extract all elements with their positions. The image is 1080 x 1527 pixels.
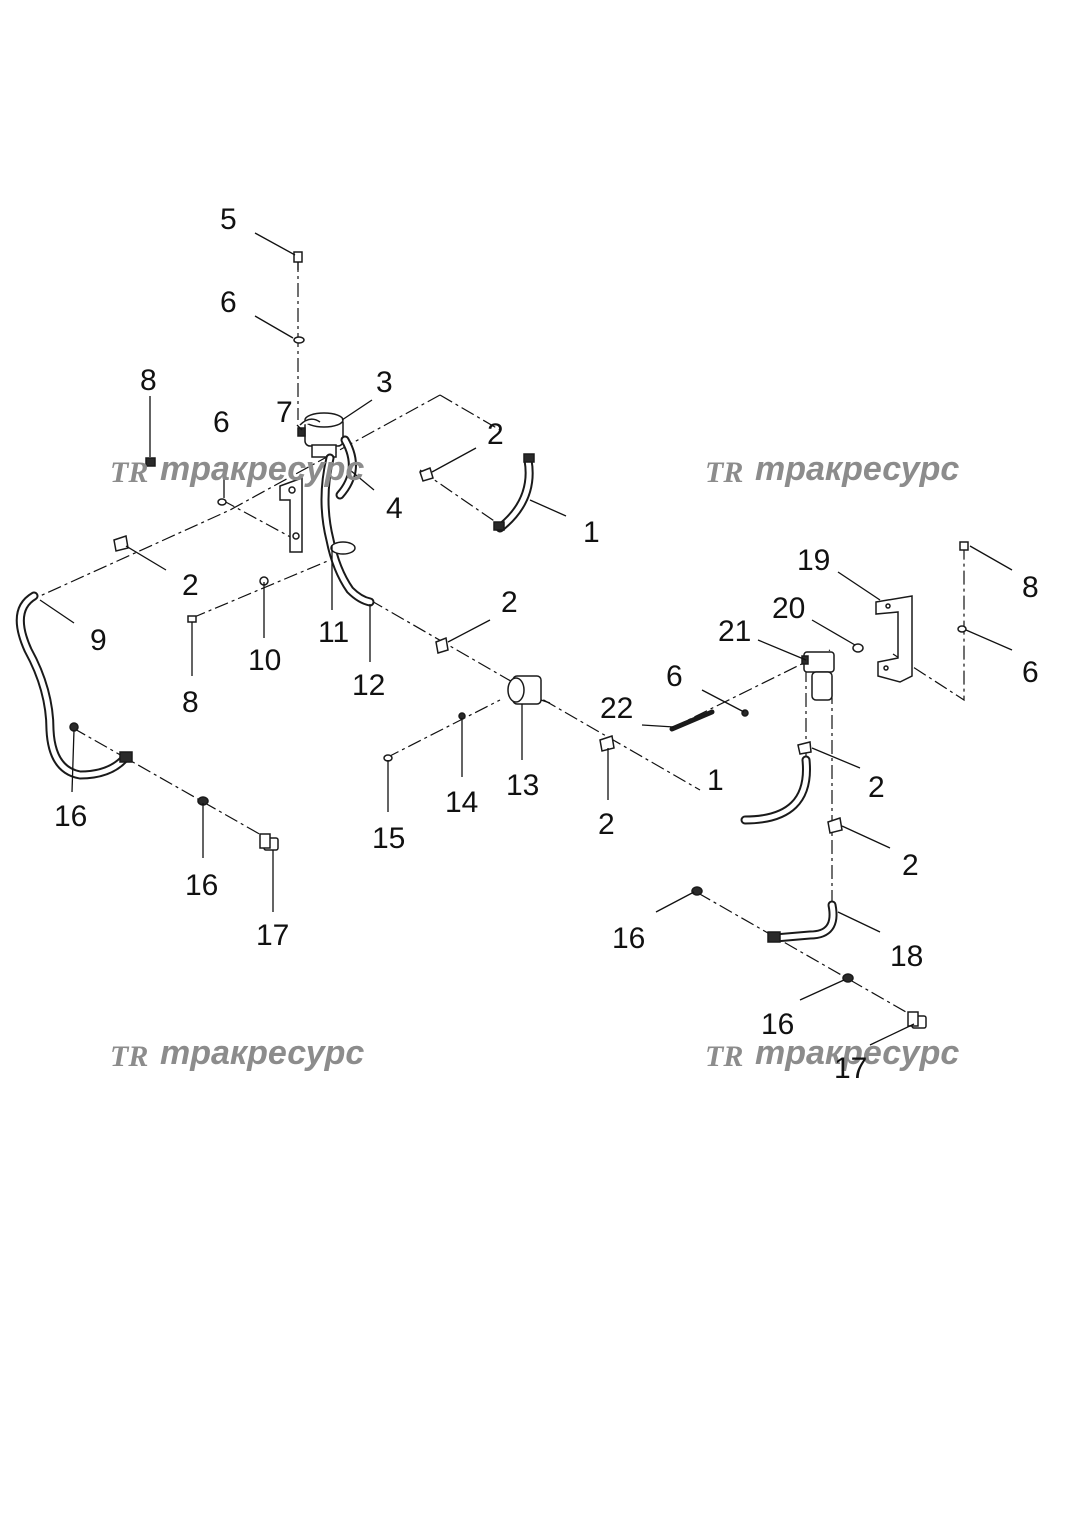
- callout-labels: 5 6 8 3 7 6 2 4 1 2 9 11 2 10 12 8 13 14…: [54, 203, 1039, 1085]
- leader-lines: [39, 232, 1013, 1046]
- callout-16-c: 16: [612, 922, 645, 955]
- callout-3: 3: [376, 366, 393, 399]
- callout-16-b: 16: [185, 869, 218, 902]
- banjo-bolt-17-left: [259, 833, 279, 851]
- callout-21: 21: [718, 615, 751, 648]
- callout-17-left: 17: [256, 919, 289, 952]
- callout-16-a: 16: [54, 800, 87, 833]
- callout-1-upper: 1: [583, 516, 600, 549]
- clip-2-right-lower: [827, 817, 843, 834]
- callout-17-right: 17: [834, 1052, 867, 1085]
- washer-6-top: [293, 336, 305, 344]
- centerlines: [39, 258, 965, 1021]
- washer-6-left: [217, 498, 227, 506]
- clip-2-left: [113, 535, 129, 552]
- callout-16-d: 16: [761, 1008, 794, 1041]
- watermark-logo: TR: [705, 456, 743, 489]
- clip-2-lower: [599, 735, 615, 752]
- watermark-text: тракресурс: [160, 450, 364, 488]
- callout-9: 9: [90, 624, 107, 657]
- callout-5: 5: [220, 203, 237, 236]
- watermark-logo: TR: [110, 1040, 148, 1073]
- component-13: [507, 675, 551, 705]
- washer-16-d: [842, 973, 854, 983]
- watermark-text: тракресурс: [755, 1034, 959, 1072]
- watermark-bottom-left: TR тракресурс: [110, 1034, 364, 1073]
- bolt-8-right: [959, 541, 969, 551]
- clip-2-middle: [435, 636, 449, 654]
- callout-6-right-mid: 6: [666, 660, 683, 693]
- callout-14: 14: [445, 786, 478, 819]
- callout-20: 20: [772, 592, 805, 625]
- callout-15: 15: [372, 822, 405, 855]
- callout-2-middle: 2: [501, 586, 518, 619]
- callout-8-lower: 8: [182, 686, 199, 719]
- fuel-filter-21: [801, 651, 835, 701]
- fuel-filter-assembly-3: [299, 412, 344, 458]
- callout-7: 7: [276, 396, 293, 429]
- washer-20: [852, 643, 864, 653]
- watermark-text: тракресурс: [755, 450, 959, 488]
- banjo-bolt-17-right: [907, 1011, 927, 1029]
- callout-4: 4: [386, 492, 403, 525]
- clip-2-right-upper: [797, 741, 812, 755]
- bolt-22: [669, 709, 715, 732]
- watermark-top-left: TR тракресурс: [110, 450, 364, 489]
- callout-11: 11: [318, 616, 349, 649]
- callout-12: 12: [352, 669, 385, 702]
- washer-6-right: [957, 625, 967, 633]
- callout-18: 18: [890, 940, 923, 973]
- watermark-logo: TR: [705, 1040, 743, 1073]
- watermark-bottom-right: TR тракресурс: [705, 1034, 959, 1073]
- fitting-7: [297, 427, 306, 437]
- callout-2-right-lower: 2: [902, 849, 919, 882]
- callout-6-top: 6: [220, 286, 237, 319]
- washer-16-c: [691, 886, 703, 896]
- callout-2-upper: 2: [487, 418, 504, 451]
- callout-22: 22: [600, 692, 633, 725]
- callout-6-left: 6: [213, 406, 230, 439]
- washer-16-a: [69, 722, 79, 732]
- callout-19: 19: [797, 544, 830, 577]
- callout-2-lower: 2: [598, 808, 615, 841]
- callout-8-right: 8: [1022, 571, 1039, 604]
- callout-13: 13: [506, 769, 539, 802]
- callout-2-left: 2: [182, 569, 199, 602]
- parts: [15, 251, 969, 1029]
- watermark-text: тракресурс: [160, 1034, 364, 1072]
- bracket-19: [875, 595, 913, 683]
- watermark-top-right: TR тракресурс: [705, 450, 959, 489]
- bracket-4: [279, 476, 303, 553]
- callout-6-right: 6: [1022, 656, 1039, 689]
- clip-2-upper: [419, 466, 434, 482]
- callout-2-right-upper: 2: [868, 771, 885, 804]
- bolt-5: [293, 251, 303, 270]
- callout-8-top-left: 8: [140, 364, 157, 397]
- watermark-logo: TR: [110, 456, 148, 489]
- callout-1-lower: 1: [707, 764, 724, 797]
- bolt-8-lower: [187, 615, 197, 623]
- callout-10: 10: [248, 644, 281, 677]
- bolt-8-left: [145, 457, 156, 467]
